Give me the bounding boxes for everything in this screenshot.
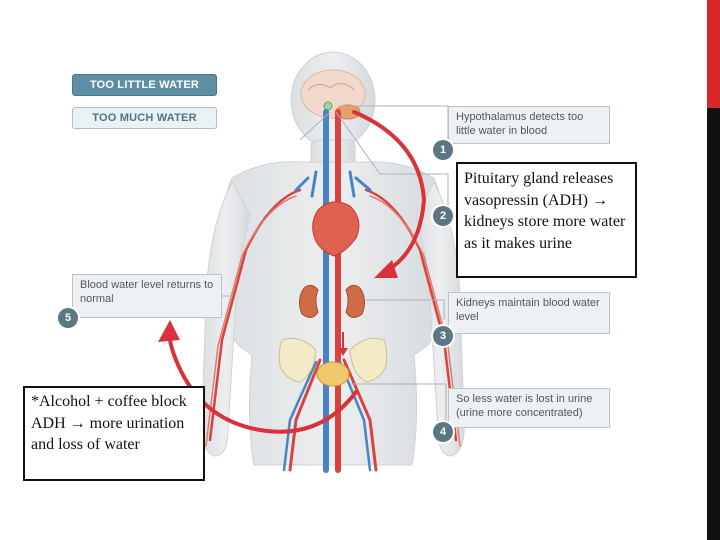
step-5-text: Blood water level returns to normal	[80, 279, 213, 305]
alcohol-note: *Alcohol + coffee block ADH → more urina…	[23, 386, 205, 481]
arrow-head-to-normal	[158, 320, 180, 342]
too-little-water-button[interactable]: TOO LITTLE WATER	[72, 74, 217, 96]
too-much-water-button[interactable]: TOO MUCH WATER	[72, 107, 217, 129]
step-4-text: So less water is lost in urine (urine mo…	[456, 393, 592, 419]
step-2-badge: 2	[433, 206, 453, 226]
pituitary-note: Pituitary gland releases vasopressin (AD…	[456, 162, 637, 278]
alcohol-note-text: *Alcohol + coffee block ADH → more urina…	[31, 393, 187, 453]
step-3-panel: Kidneys maintain blood water level	[448, 292, 610, 334]
step-1-badge: 1	[433, 140, 453, 160]
step-5-panel: Blood water level returns to normal	[72, 274, 222, 318]
step-1-panel: Hypothalamus detects too little water in…	[448, 106, 610, 144]
step-4-panel: So less water is lost in urine (urine mo…	[448, 388, 610, 428]
step-3-badge: 3	[433, 326, 453, 346]
step-1-text: Hypothalamus detects too little water in…	[456, 111, 583, 137]
step-5-badge: 5	[58, 308, 78, 328]
step-4-badge: 4	[433, 422, 453, 442]
pituitary-note-text: Pituitary gland releases vasopressin (AD…	[464, 170, 625, 252]
step-3-text: Kidneys maintain blood water level	[456, 297, 600, 323]
